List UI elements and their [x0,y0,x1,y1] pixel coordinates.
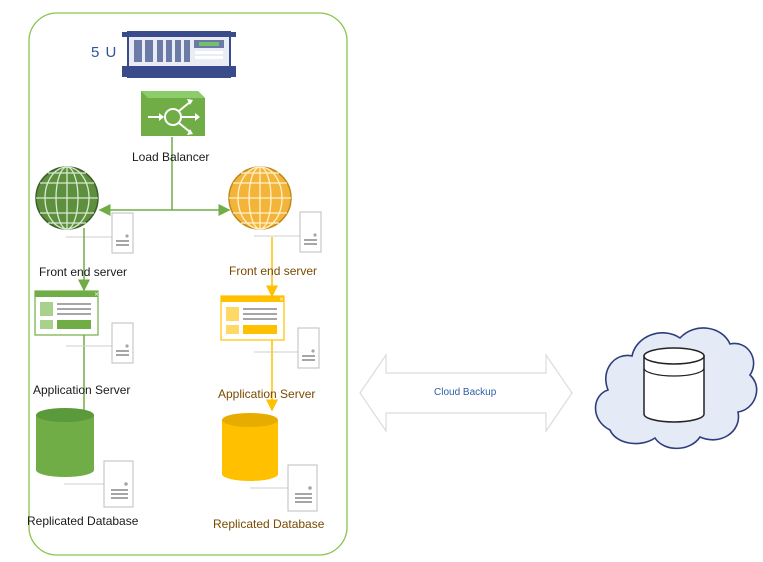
cloud-database-icon [594,327,758,450]
database-icon [36,408,94,477]
server-rack-icon [122,31,236,78]
database-icon [222,413,278,481]
svg-text:×: × [94,291,99,298]
load-balancer-icon [141,91,205,136]
server-tower-icon [66,212,134,254]
right-database-label: Replicated Database [213,517,325,531]
load-balancer-label: Load Balancer [132,150,210,164]
left-front-end-label: Front end server [39,265,128,279]
right-front-end-label: Front end server [229,264,318,278]
globe-icon [228,166,292,230]
right-app-server-label: Application Server [218,387,316,401]
svg-text:×: × [279,296,284,303]
left-app-server-label: Application Server [33,383,131,397]
server-tower-icon [250,464,318,512]
server-tower-icon [254,327,320,369]
cloud-backup-double-arrow [359,353,573,433]
server-tower-icon [254,211,322,253]
cloud-backup-label: Cloud Backup [434,387,497,398]
rack-size-label: 5 U [91,44,118,61]
application-window-icon: × [220,295,285,341]
application-window-icon: × [34,290,99,336]
datacenter-container [28,12,348,556]
server-tower-icon [66,322,134,364]
globe-icon [35,166,99,230]
server-tower-icon [64,460,134,508]
left-database-label: Replicated Database [27,514,139,528]
